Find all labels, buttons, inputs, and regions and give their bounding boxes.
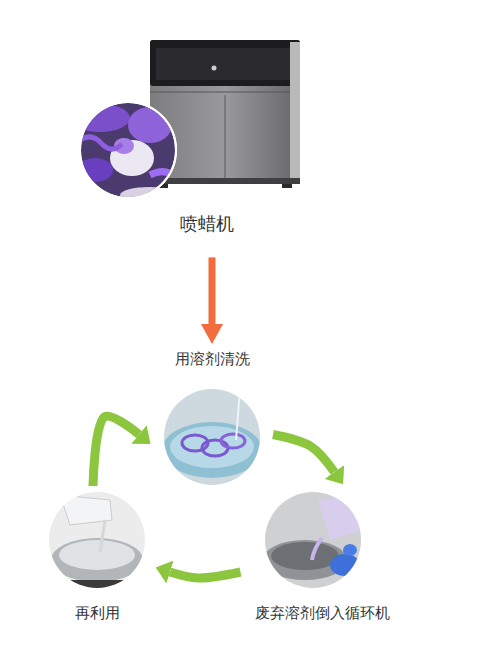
step-label: 用溶剂清洗 bbox=[171, 350, 254, 370]
step-label: 喷蜡机 bbox=[176, 212, 238, 235]
cycle-arrow bbox=[273, 435, 334, 473]
process-step: 再利用 bbox=[42, 490, 152, 624]
cycle-arrow bbox=[93, 416, 139, 486]
wash-photo bbox=[160, 385, 264, 489]
step-label: 再利用 bbox=[71, 604, 124, 624]
flow-arrow bbox=[209, 257, 216, 324]
process-step: 用溶剂清洗 bbox=[157, 350, 267, 487]
process-step: 废弃溶剂倒入循环机 bbox=[245, 490, 400, 624]
pour-photo bbox=[260, 488, 366, 594]
reuse-photo bbox=[46, 488, 150, 594]
wax-parts-inset bbox=[70, 100, 180, 203]
step-label: 废弃溶剂倒入循环机 bbox=[251, 604, 394, 624]
process-step: 喷蜡机 bbox=[92, 30, 322, 235]
cycle-arrow bbox=[170, 572, 241, 578]
